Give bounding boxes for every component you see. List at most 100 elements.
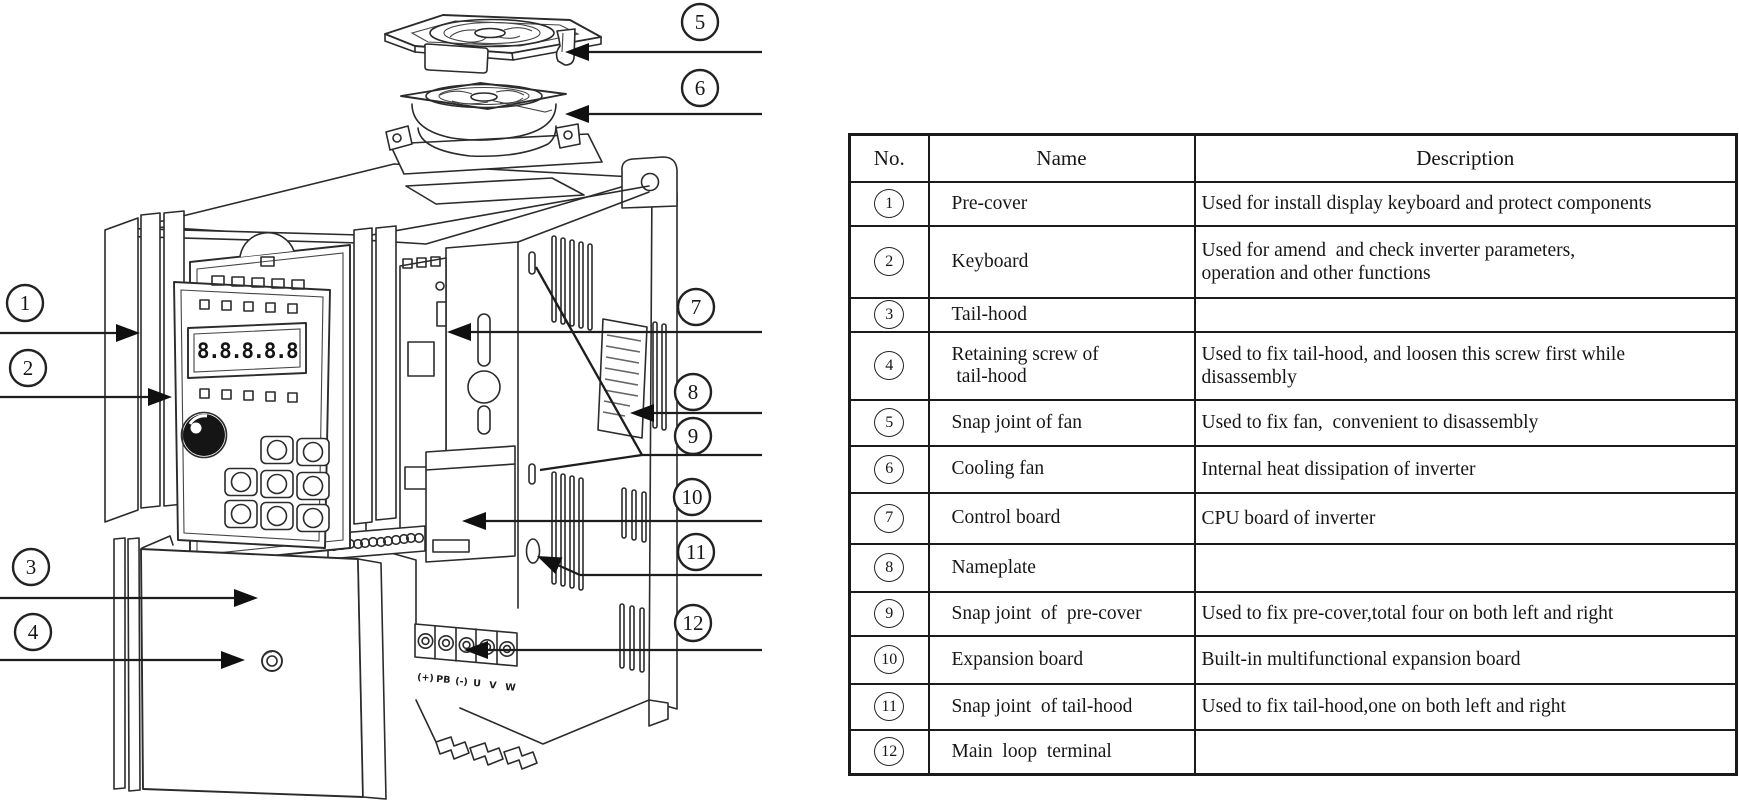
arrowhead-6 — [565, 105, 589, 123]
svg-text:11: 11 — [686, 540, 706, 564]
part-description: Used to fix pre-cover,total four on both… — [1193, 590, 1738, 637]
arrowhead-7 — [447, 323, 471, 341]
part-description: Used for install display keyboard and pr… — [1193, 180, 1738, 227]
leader-lines — [0, 43, 762, 669]
terminal-label: PB — [436, 674, 451, 686]
row-number-badge: 10 — [874, 645, 905, 674]
part-description — [1193, 296, 1738, 333]
part-name: Keyboard — [927, 224, 1196, 299]
keyhole-cutout — [467, 313, 501, 435]
mounting-ear — [621, 156, 678, 209]
svg-text:7: 7 — [691, 295, 702, 319]
pre-cover-snap-slot — [528, 463, 536, 485]
col-header-description: Description — [1193, 133, 1738, 183]
row-number-badge: 2 — [874, 247, 905, 276]
keypad: 8.8.8.8.8 — [173, 275, 331, 549]
part-name: Pre-cover — [927, 180, 1196, 227]
seven-segment-display: 8.8.8.8.8 — [187, 322, 307, 379]
vent-slots — [551, 235, 667, 673]
inverter-body: (+) PB (-) U V W — [109, 133, 678, 770]
led-row-bottom — [199, 388, 298, 403]
row-number-badge: 7 — [874, 503, 905, 533]
table-row: 3 Tail-hood — [848, 296, 1738, 333]
part-name: Control board — [927, 491, 1196, 545]
table-row: 5 Snap joint of fan Used to fix fan, con… — [848, 398, 1738, 447]
svg-text:5: 5 — [695, 10, 706, 34]
table-row: 11 Snap joint of tail-hood Used to fix t… — [848, 682, 1738, 731]
table-row: 10 Expansion board Built-in multifunctio… — [848, 634, 1738, 685]
callout-1: 1 — [5, 283, 45, 323]
led-row-top — [199, 299, 298, 314]
part-description — [1193, 728, 1738, 776]
arrowhead-3 — [234, 589, 258, 607]
terminal-label: V — [489, 680, 498, 692]
table-row: 7 Control board CPU board of inverter — [848, 491, 1738, 545]
cooling-fan — [385, 82, 581, 158]
tail-hood-snap-slot — [525, 538, 541, 564]
part-description: Used to fix fan, convenient to disassemb… — [1193, 398, 1738, 447]
svg-text:3: 3 — [26, 555, 37, 579]
row-number-badge: 3 — [874, 300, 905, 329]
terminal-labels: (+) PB (-) U V W — [417, 672, 517, 694]
terminal-label: W — [505, 682, 517, 694]
row-number-badge: 1 — [874, 189, 905, 218]
callout-9: 9 — [673, 416, 713, 456]
col-header-no: No. — [848, 133, 930, 183]
table-row: 4 Retaining screw of tail-hood Used to f… — [848, 330, 1738, 401]
part-name: Snap joint of tail-hood — [927, 682, 1196, 731]
callout-10: 10 — [672, 477, 712, 517]
part-description: Used for amend and check inverter parame… — [1193, 224, 1738, 299]
arrowhead-5 — [565, 43, 589, 61]
svg-text:12: 12 — [683, 611, 704, 635]
arrowhead-1 — [116, 324, 140, 342]
row-number-badge: 5 — [874, 408, 905, 437]
row-number-badge: 6 — [874, 454, 905, 484]
table-row: 9 Snap joint of pre-cover Used to fix pr… — [848, 590, 1738, 637]
part-name: Tail-hood — [927, 296, 1196, 333]
arrowhead-2 — [148, 388, 172, 406]
table-row: 1 Pre-cover Used for install display key… — [848, 180, 1738, 227]
callout-5: 5 — [680, 2, 720, 42]
arrowhead-11 — [537, 556, 563, 574]
expansion-board — [425, 445, 516, 563]
svg-text:8: 8 — [688, 380, 699, 404]
fan-cover — [384, 14, 602, 74]
callout-3: 3 — [11, 547, 51, 587]
part-name: Nameplate — [927, 542, 1196, 593]
part-description — [1193, 542, 1738, 593]
part-description: Built-in multifunctional expansion board — [1193, 634, 1738, 685]
callout-12: 12 — [673, 603, 713, 643]
col-header-name: Name — [927, 133, 1196, 183]
callout-6: 6 — [680, 68, 720, 108]
table-header-row: No. Name Description — [848, 133, 1738, 183]
keypad-buttons — [224, 435, 330, 533]
callout-2: 2 — [8, 348, 48, 388]
svg-text:9: 9 — [688, 424, 699, 448]
terminal-label: (-) — [455, 676, 468, 688]
inverter-exploded-diagram: (+) PB (-) U V W — [0, 2, 762, 800]
part-name: Expansion board — [927, 634, 1196, 685]
part-name: Retaining screw of tail-hood — [927, 330, 1196, 401]
pre-cover-notch — [239, 231, 295, 258]
table-row: 8 Nameplate — [848, 542, 1738, 593]
part-description: CPU board of inverter — [1193, 491, 1738, 545]
part-description: Used to fix tail-hood,one on both left a… — [1193, 682, 1738, 731]
callout-4: 4 — [13, 612, 53, 652]
arrowhead-10 — [462, 512, 486, 530]
part-name: Main loop terminal — [927, 728, 1196, 776]
arrowhead-12 — [464, 641, 488, 659]
terminal-label: (+) — [417, 672, 434, 684]
part-name: Cooling fan — [927, 444, 1196, 494]
part-name: Snap joint of pre-cover — [927, 590, 1196, 637]
row-number-badge: 4 — [874, 351, 905, 380]
row-number-badge: 8 — [874, 553, 905, 582]
parts-table: No. Name Description 1 Pre-cover Used fo… — [848, 133, 1738, 776]
nameplate — [597, 318, 648, 439]
mounting-hole — [640, 172, 660, 192]
arrowhead-4 — [221, 651, 245, 669]
svg-text:10: 10 — [682, 485, 703, 509]
tail-hood — [113, 535, 387, 800]
knob — [180, 411, 228, 459]
svg-text:2: 2 — [23, 356, 34, 380]
display-digits: 8.8.8.8.8 — [197, 339, 298, 363]
